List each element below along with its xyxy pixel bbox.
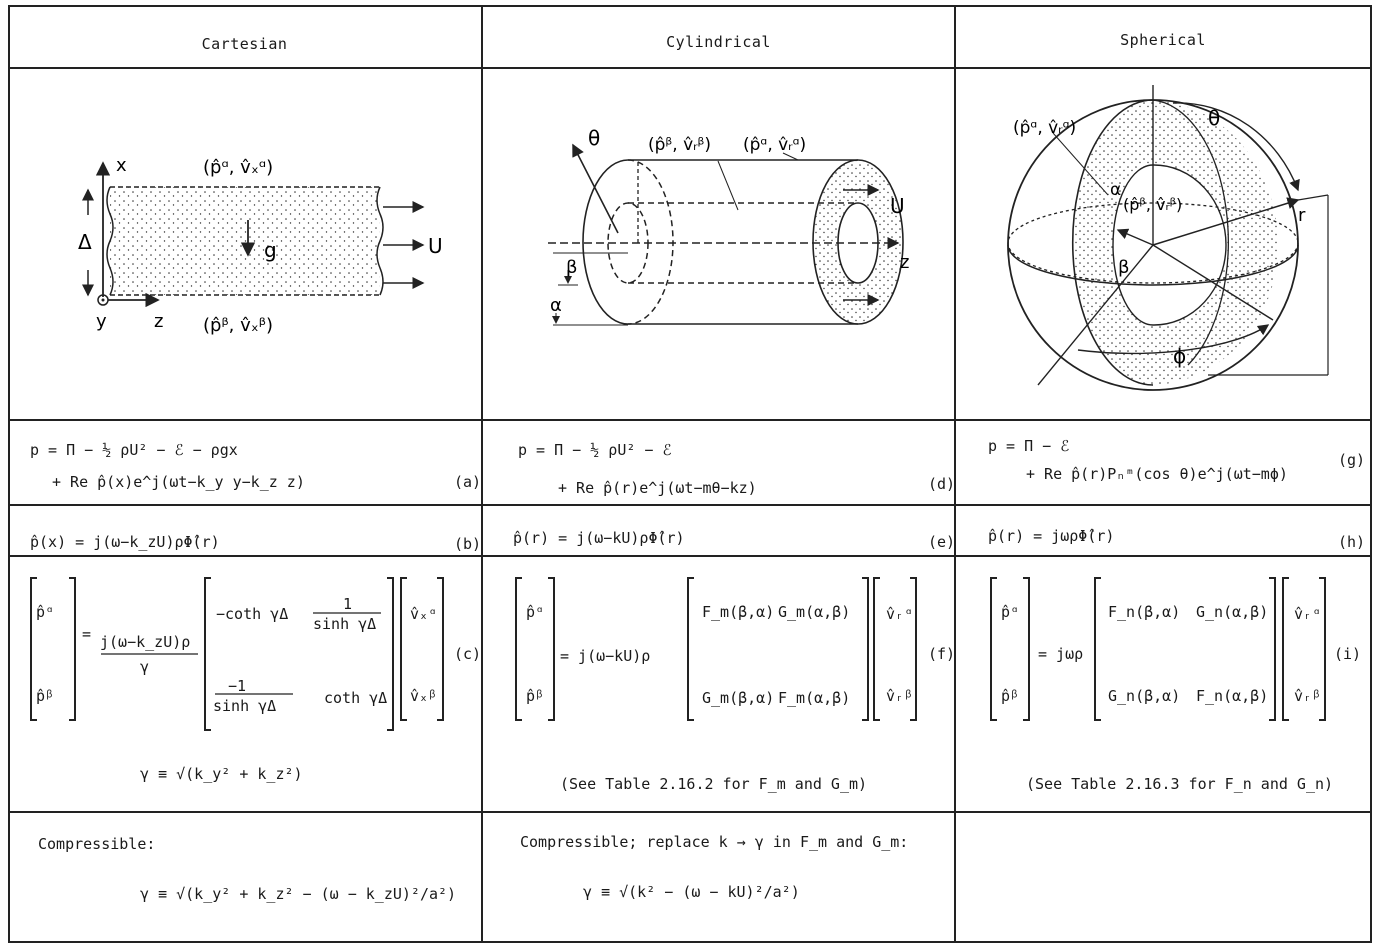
i-m22: F_n(α,β) [1196,687,1269,705]
i-note: (See Table 2.16.3 for F_n and G_n) [1026,775,1334,793]
row-divider-3 [8,811,1372,813]
eq-e: p̂(r) = j(ω−kU)ρΦ̂(r) [513,529,685,547]
f-p-alpha: p̂ᵅ [526,603,545,621]
c-v-alpha: v̂ₓᵅ [410,605,438,623]
f-factor: = j(ω−kU)ρ [560,647,651,665]
c-equals: = [82,625,92,643]
figure-divider [8,419,1372,421]
c-m12-num: 1 [343,595,353,613]
cyl-compressible-label: Compressible; replace k → γ in F_m and G… [520,833,909,851]
cart-compressible-label: Compressible: [38,835,156,853]
sph-r-label: r [1298,205,1306,226]
c-m21-den: sinh γΔ [213,697,277,715]
eq-h-tag: (h) [1338,533,1366,551]
header-cartesian: Cartesian [201,35,288,53]
c-factor-num: j(ω−k_zU)ρ [100,633,191,651]
cyl-outer-label: (p̂ᵅ, v̂ᵣᵅ) [743,135,806,155]
eq-d-tag: (d) [928,475,956,493]
c-m22: coth γΔ [324,689,388,707]
i-p-beta: p̂ᵝ [1001,687,1020,705]
cyl-z-label: z [900,252,909,273]
table-border-left [8,5,10,943]
cart-g-label: g [264,238,277,262]
eq-c-tag: (c) [454,645,482,663]
table-border-bottom [8,941,1372,943]
sph-beta-label: β [1118,257,1130,278]
sph-phi-label: ϕ [1173,344,1186,368]
eq-g-tag: (g) [1338,451,1366,469]
cyl-theta-label: θ [588,126,600,150]
f-p-beta: p̂ᵝ [526,687,545,705]
i-m12: G_n(α,β) [1196,603,1269,621]
cart-x-label: x [116,155,127,176]
sph-theta-label: θ [1208,106,1220,130]
c-gamma-def: γ ≡ √(k_y² + k_z²) [140,765,303,783]
col-divider-1 [481,5,483,943]
header-divider [8,67,1372,69]
c-v-beta: v̂ₓᵝ [410,687,438,705]
table-border-top [8,5,1372,7]
cart-compressible-eq: γ ≡ √(k_y² + k_z² − (ω − k_zU)²/a²) [140,885,457,903]
matrix-c-brackets [30,577,444,731]
header-cylindrical: Cylindrical [666,33,771,51]
c-m11: −coth γΔ [216,605,289,623]
matrix-f-brackets [515,577,917,721]
col-divider-2 [954,5,956,943]
eq-a-line1: p = Π − ½ ρU² − ℰ − ρgx [30,441,238,459]
eq-h: p̂(r) = jωρΦ̂(r) [988,527,1115,545]
eq-b-tag: (b) [454,535,482,553]
eq-d-line1: p = Π − ½ ρU² − ℰ [518,441,672,459]
i-v-alpha: v̂ᵣᵅ [1294,605,1322,623]
cart-delta-label: Δ [78,230,92,254]
cyl-U-label: U [890,194,905,218]
coordinate-table: Cartesian Cylindrical Spherical x y z Δ … [8,5,1372,943]
eq-g-line2: + Re p̂(r)Pₙᵐ(cos θ)e^j(ωt−mϕ) [1026,465,1288,483]
i-p-alpha: p̂ᵅ [1001,603,1020,621]
eq-a-line2: + Re p̂(x)e^j(ωt−k_y y−k_z z) [52,473,305,491]
cart-bottom-label: (p̂ᵝ, v̂ₓᵝ) [203,315,273,336]
cyl-inner-label: (p̂ᵝ, v̂ᵣᵝ) [648,135,711,155]
i-factor: = jωρ [1038,645,1084,663]
cylindrical-figure: θ β α U z (p̂ᵝ, v̂ᵣᵝ) (p̂ᵅ, v̂ᵣᵅ) [548,126,909,326]
eq-i-tag: (i) [1334,645,1362,663]
eq-e-tag: (e) [928,533,956,551]
cyl-beta-label: β [566,257,578,278]
cyl-alpha-label: α [550,295,562,316]
spherical-figure: θ ϕ r α β (p̂ᵅ, v̂ᵣᵅ) (p̂ᵝ, v̂ᵣᵝ) [1007,85,1329,391]
i-m21: G_n(β,α) [1108,687,1181,705]
eq-d-line2: + Re p̂(r)e^j(ωt−mθ−kz) [558,479,757,497]
i-v-beta: v̂ᵣᵝ [1294,687,1322,705]
eq-f-tag: (f) [928,645,956,663]
cartesian-figure: x y z Δ g U (p̂ᵅ, v̂ₓᵅ) (p̂ᵝ, v̂ₓᵝ) [78,155,443,336]
cart-top-label: (p̂ᵅ, v̂ₓᵅ) [203,157,273,178]
i-m11: F_n(β,α) [1108,603,1181,621]
c-m12-den: sinh γΔ [313,615,377,633]
cart-U-label: U [428,234,443,258]
sph-outer-label: (p̂ᵅ, v̂ᵣᵅ) [1013,118,1076,138]
f-m22: F_m(α,β) [778,689,851,707]
c-factor-den: γ [140,658,150,676]
header-spherical: Spherical [1120,31,1206,49]
matrix-i-brackets [990,577,1326,721]
f-v-beta: v̂ᵣᵝ [886,687,914,705]
eq-a-tag: (a) [454,473,482,491]
f-v-alpha: v̂ᵣᵅ [886,605,914,623]
sph-inner-label: (p̂ᵝ, v̂ᵣᵝ) [1123,195,1182,214]
c-p-alpha: p̂ᵅ [36,603,55,621]
cyl-compressible-eq: γ ≡ √(k² − (ω − kU)²/a²) [583,883,800,901]
cart-z-label: z [154,311,163,332]
row-divider-1 [8,504,1372,506]
table-border-right [1370,5,1372,943]
cart-y-label: y [96,311,107,332]
sph-alpha-label: α [1110,180,1121,200]
eq-g-line1: p = Π − ℰ [988,437,1070,455]
f-note: (See Table 2.16.2 for F_m and G_m) [560,775,868,793]
c-p-beta: p̂ᵝ [36,687,55,705]
f-m11: F_m(β,α) [702,603,775,621]
f-m12: G_m(α,β) [778,603,851,621]
row-divider-2 [8,555,1372,557]
eq-b: p̂(x) = j(ω−k_zU)ρΦ̂(r) [30,533,220,551]
c-m21-num: −1 [228,677,247,695]
f-m21: G_m(β,α) [702,689,775,707]
